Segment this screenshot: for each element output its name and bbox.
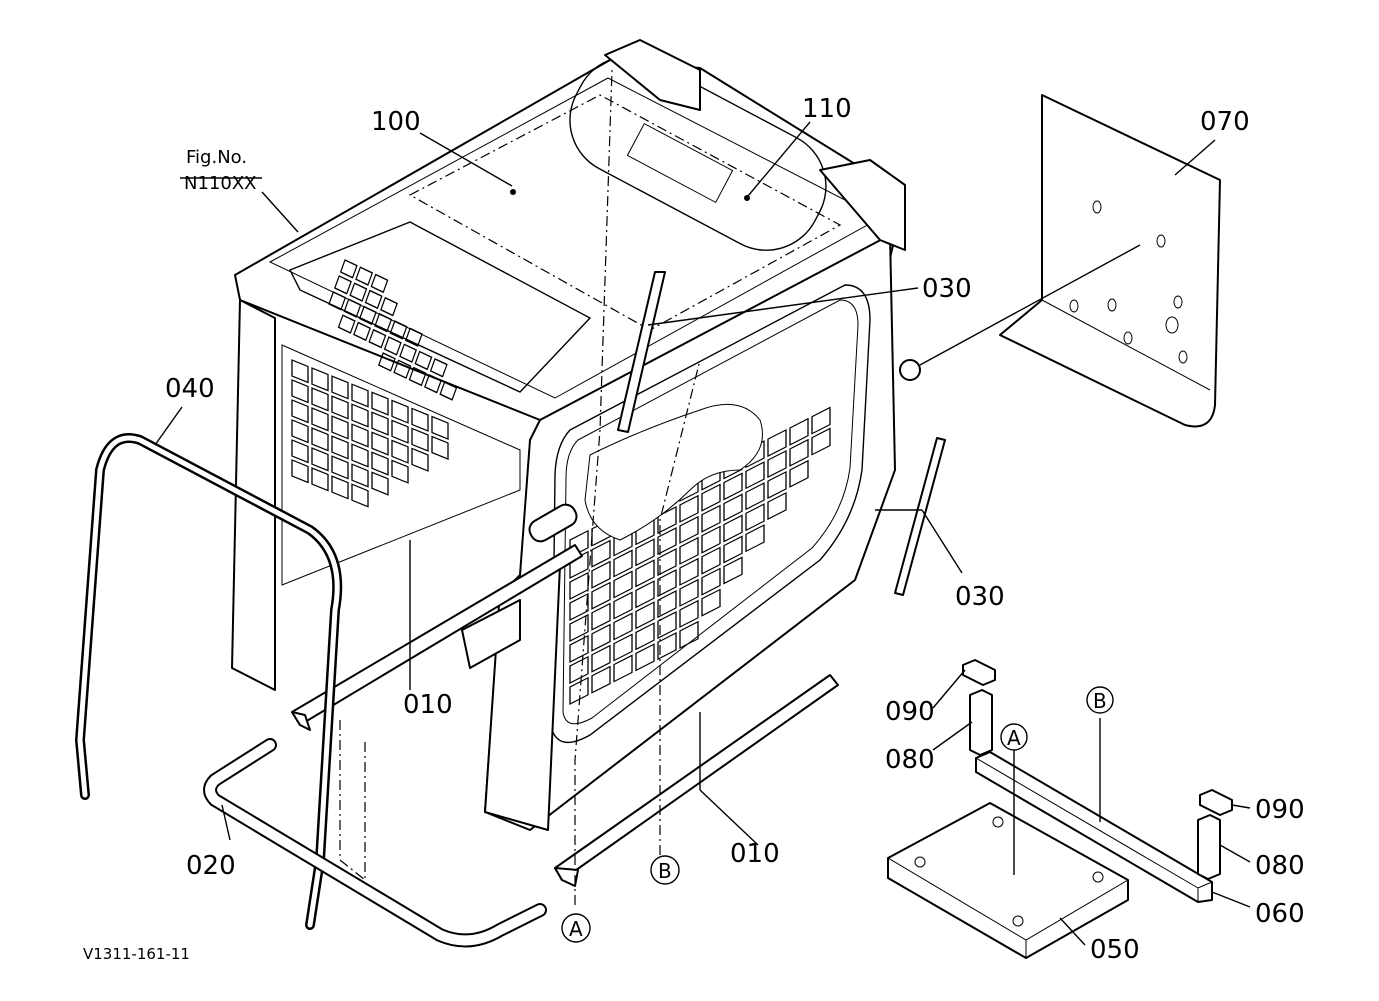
callout-080-top: 080 <box>885 745 935 775</box>
callout-030-right: 030 <box>955 582 1005 612</box>
marker-b-bottom: B <box>658 859 672 883</box>
rail-010-bottom <box>554 674 839 887</box>
rear-brackets <box>604 39 921 381</box>
fig-no-label: Fig.No. <box>186 147 247 168</box>
callout-090-right: 090 <box>1255 795 1305 825</box>
left-wall-grid <box>291 359 449 508</box>
pad-050 <box>887 802 1129 959</box>
post-080-top <box>969 689 993 756</box>
callout-040: 040 <box>165 374 215 404</box>
callout-050: 050 <box>1090 935 1140 965</box>
fig-no-value: N110XX <box>184 173 256 194</box>
seal-030-right <box>894 437 946 596</box>
callout-110: 110 <box>802 94 852 124</box>
callout-100: 100 <box>371 107 421 137</box>
rail-010-left <box>291 544 583 731</box>
callout-070: 070 <box>1200 107 1250 137</box>
callout-080-right: 080 <box>1255 851 1305 881</box>
callout-030-top: 030 <box>922 274 972 304</box>
post-080-right <box>1197 814 1221 880</box>
block-090-top <box>962 659 996 686</box>
seal-020 <box>203 738 547 948</box>
callout-020: 020 <box>186 851 236 881</box>
seal-030-top <box>617 271 666 433</box>
block-090-right <box>1199 789 1233 816</box>
callout-060: 060 <box>1255 899 1305 929</box>
seal-040 <box>75 433 343 930</box>
marker-circles <box>561 686 1114 943</box>
callout-010-left: 010 <box>403 690 453 720</box>
marker-b-inset: B <box>1093 689 1107 713</box>
cab-front-pillar <box>461 503 578 831</box>
marker-a-inset: A <box>1007 726 1021 750</box>
window-cutout <box>584 403 763 541</box>
callout-010-bottom: 010 <box>730 839 780 869</box>
callout-090-top: 090 <box>885 697 935 727</box>
marker-a-bottom: A <box>569 917 583 941</box>
leader-lines <box>154 69 1251 946</box>
footer-code: V1311-161-11 <box>83 945 190 963</box>
bar-060 <box>975 751 1213 903</box>
roof-grid <box>328 259 458 401</box>
